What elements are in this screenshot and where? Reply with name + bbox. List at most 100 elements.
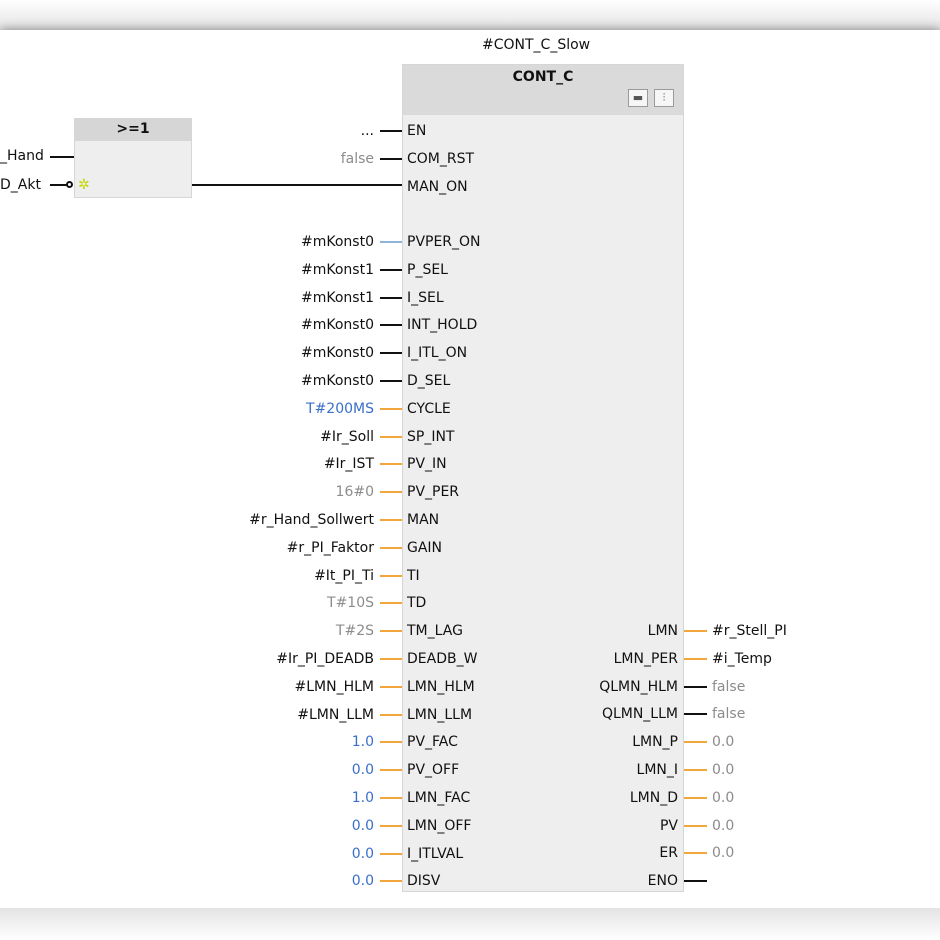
- cont-c-block[interactable]: CONT_C ▬ ⫶: [402, 64, 684, 892]
- input-wire: [380, 296, 402, 299]
- input-operand[interactable]: #mKonst1: [301, 261, 374, 278]
- top-margin: [0, 0, 940, 30]
- input-wire: [380, 769, 402, 772]
- output-operand[interactable]: #r_Stell_PI: [712, 623, 787, 639]
- input-operand[interactable]: #mKonst0: [301, 317, 374, 334]
- output-wire: [684, 880, 707, 883]
- input-operand[interactable]: #mKonst1: [301, 289, 374, 306]
- output-pin-lmn-per: LMN_PER: [613, 650, 678, 667]
- input-wire: [380, 852, 402, 855]
- or-input-wire: [50, 184, 67, 186]
- output-wire: [684, 852, 707, 855]
- input-pin-i-itlval: I_ITLVAL: [407, 845, 464, 862]
- input-operand[interactable]: #Ir_Soll: [320, 428, 374, 445]
- output-wire: [684, 769, 707, 771]
- instance-name[interactable]: #CONT_C_Slow: [482, 37, 591, 53]
- output-operand[interactable]: false: [712, 678, 746, 695]
- output-wire: [684, 741, 707, 744]
- input-operand[interactable]: 0.0: [351, 762, 374, 779]
- input-wire: [380, 130, 402, 132]
- input-wire: [380, 741, 402, 744]
- input-pin-int-hold: INT_HOLD: [407, 317, 478, 334]
- input-pin-tm-lag: TM_LAG: [407, 623, 463, 640]
- output-wire: [684, 824, 707, 827]
- input-operand[interactable]: #LMN_HLM: [294, 678, 375, 695]
- input-operand[interactable]: #Ir_PI_DEADB: [276, 651, 374, 667]
- output-operand[interactable]: 0.0: [712, 789, 735, 806]
- or-to-man-on-wire: [192, 184, 402, 186]
- output-wire: [684, 630, 707, 632]
- or-input-label[interactable]: _Hand: [0, 148, 44, 164]
- output-pin-pv: PV: [659, 817, 678, 834]
- input-wire: [380, 658, 402, 660]
- input-wire: [380, 824, 402, 827]
- output-wire: [684, 685, 707, 688]
- input-pin-lmn-hlm: LMN_HLM: [407, 678, 475, 695]
- input-operand[interactable]: #LMN_LLM: [297, 706, 374, 723]
- input-operand[interactable]: #mKonst0: [301, 373, 374, 389]
- input-pin-man: MAN: [407, 512, 440, 528]
- input-operand[interactable]: 1.0: [351, 734, 374, 751]
- output-operand[interactable]: 0.0: [712, 845, 735, 862]
- input-operand[interactable]: false: [340, 151, 374, 167]
- input-pin-lmn-llm: LMN_LLM: [407, 706, 473, 723]
- output-wire: [684, 657, 707, 660]
- input-pin-gain: GAIN: [407, 539, 443, 556]
- output-wire: [684, 713, 707, 716]
- output-operand[interactable]: 0.0: [712, 817, 735, 834]
- input-operand[interactable]: #It_PI_Ti: [314, 567, 374, 584]
- input-operand[interactable]: T#10S: [327, 595, 374, 612]
- input-operand[interactable]: T#200MS: [306, 400, 374, 417]
- output-wire: [684, 796, 707, 799]
- output-operand[interactable]: #i_Temp: [712, 650, 772, 667]
- input-operand[interactable]: #r_PI_Faktor: [286, 539, 374, 556]
- input-operand[interactable]: 0.0: [351, 873, 374, 890]
- block-header: CONT_C ▬ ⫶: [403, 65, 683, 115]
- output-operand[interactable]: 0.0: [712, 734, 735, 751]
- input-wire: [380, 880, 402, 883]
- input-wire: [380, 713, 402, 716]
- input-pin-en: EN: [407, 123, 427, 139]
- input-wire: [380, 324, 402, 327]
- input-operand[interactable]: ...: [360, 123, 374, 139]
- or-block[interactable]: >=1: [74, 118, 192, 198]
- input-wire: [380, 435, 402, 438]
- input-pin-disv: DISV: [407, 873, 441, 890]
- input-operand[interactable]: #mKonst0: [301, 345, 374, 362]
- input-operand[interactable]: 1.0: [351, 790, 374, 806]
- output-pin-lmn-p: LMN_P: [632, 734, 678, 751]
- output-pin-lmn-i: LMN_I: [636, 762, 678, 778]
- input-wire: [380, 268, 402, 271]
- input-operand[interactable]: 0.0: [351, 845, 374, 862]
- or-block-header: [75, 119, 191, 141]
- input-pin-i-sel: I_SEL: [407, 289, 444, 306]
- input-wire: [380, 158, 402, 160]
- output-pin-qlmn-llm: QLMN_LLM: [601, 706, 678, 723]
- input-operand[interactable]: #r_Hand_Sollwert: [249, 512, 374, 528]
- output-pin-er: ER: [659, 845, 678, 862]
- input-operand[interactable]: #mKonst0: [301, 234, 374, 250]
- output-pin-lmn: LMN: [647, 623, 678, 639]
- input-operand[interactable]: T#2S: [335, 623, 374, 640]
- input-pin-ti: TI: [407, 567, 420, 584]
- input-pin-pv-fac: PV_FAC: [407, 734, 458, 751]
- output-operand[interactable]: 0.0: [712, 762, 735, 778]
- or-input-wire: [50, 156, 74, 158]
- input-wire: [380, 519, 402, 521]
- input-wire: [380, 352, 402, 355]
- input-operand[interactable]: 0.0: [351, 817, 374, 834]
- output-operand[interactable]: false: [712, 706, 746, 723]
- input-operand[interactable]: #Ir_IST: [323, 456, 374, 473]
- input-pin-sp-int: SP_INT: [407, 428, 455, 445]
- input-wire: [380, 380, 402, 382]
- input-pin-com-rst: COM_RST: [407, 151, 475, 167]
- input-wire: [380, 241, 402, 243]
- lock-icon[interactable]: ▬: [628, 89, 648, 107]
- input-pin-man-on: MAN_ON: [407, 179, 468, 195]
- settings-icon[interactable]: ⫶: [654, 89, 674, 107]
- or-input-label[interactable]: D_Akt: [0, 177, 41, 193]
- input-wire: [380, 630, 402, 633]
- input-wire: [380, 463, 402, 466]
- input-operand[interactable]: 16#0: [335, 484, 374, 501]
- input-pin-pvper-on: PVPER_ON: [407, 234, 481, 250]
